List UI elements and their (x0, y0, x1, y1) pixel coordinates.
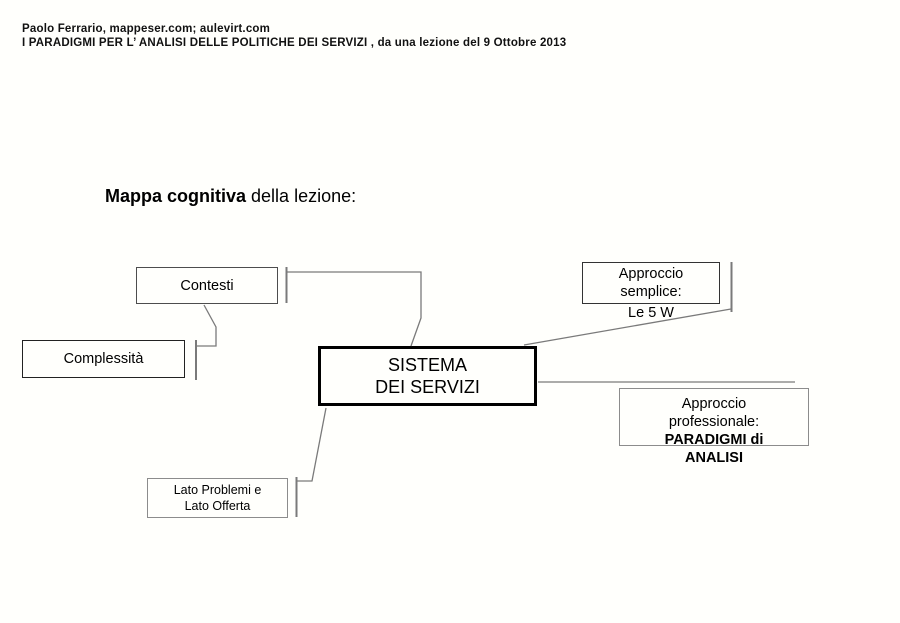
node-complessita: Complessità (22, 340, 185, 378)
map-title: Mappa cognitiva della lezione: (105, 186, 356, 207)
node-approccio-professionale: Approccio professionale: PARADIGMI di AN… (619, 388, 809, 466)
connector-contesti-complessita (197, 304, 217, 347)
node-approccio-professionale-line2: professionale: (668, 414, 760, 430)
node-approccio-semplice-line2: semplice: (620, 284, 682, 300)
node-approccio-professionale-line4: ANALISI (685, 450, 743, 466)
node-contesti: Contesti (136, 267, 278, 304)
node-lato-line1: Lato Problemi e (173, 483, 262, 497)
author-header: Paolo Ferrario, mappeser.com; aulevirt.c… (22, 23, 271, 35)
map-title-emphasis: Mappa cognitiva (105, 186, 247, 206)
map-title-rest: della lezione: (246, 186, 357, 206)
node-approccio-semplice-sublabel: Le 5 W (628, 305, 674, 321)
node-approccio-professionale-line3: PARADIGMI di (664, 432, 764, 448)
node-sistema-line2: DEI SERVIZI (375, 377, 480, 397)
node-complessita-label: Complessità (63, 351, 144, 367)
connector-sistema-lato (297, 407, 327, 482)
node-lato-problemi-offerta: Lato Problemi e Lato Offerta (147, 478, 288, 518)
lecture-header: I PARADIGMI PER L’ ANALISI DELLE POLITIC… (22, 37, 567, 49)
node-contesti-label: Contesti (180, 277, 234, 294)
node-lato-line2: Lato Offerta (184, 499, 251, 513)
node-sistema-dei-servizi: SISTEMA DEI SERVIZI (318, 346, 537, 406)
node-approccio-semplice: Approccio semplice: (582, 262, 720, 304)
node-approccio-professionale-line1: Approccio (681, 396, 747, 412)
connector-contesti-sistema (287, 271, 422, 347)
node-approccio-semplice-line1: Approccio (618, 266, 684, 282)
node-sistema-line1: SISTEMA (387, 355, 467, 375)
